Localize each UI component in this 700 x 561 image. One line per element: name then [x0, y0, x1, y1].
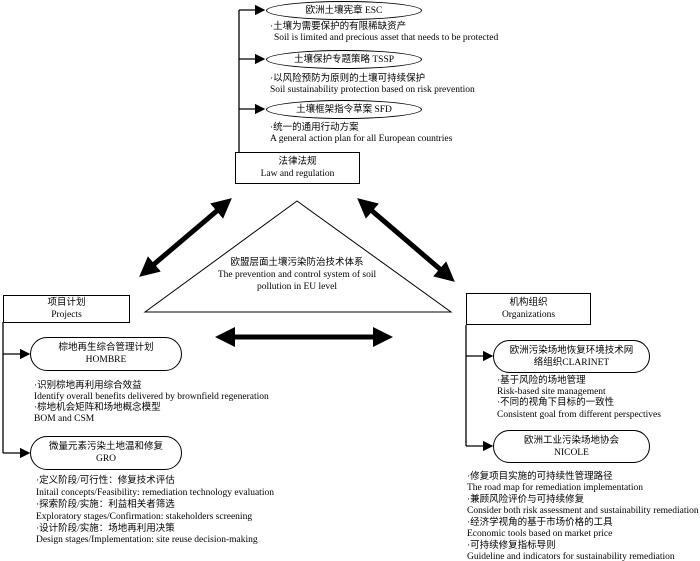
law-item-sfd: 土壤框架指令草案 SFD: [266, 100, 422, 119]
project-label-zh: 棕地再生综合管理计划: [58, 343, 154, 353]
law-item-label: 欧洲土壤宪章 ESC: [305, 5, 383, 16]
org-desc: ·可持续修复指标导则: [467, 541, 556, 551]
law-item-label: 土壤框架指令草案 SFD: [296, 104, 392, 115]
project-desc: BOM and CSM: [34, 414, 95, 424]
org-desc: ·不同的视角下目标的一致性: [497, 398, 615, 408]
org-label-en: 络组织CLARINET: [533, 357, 610, 368]
project-label-zh: 微量元素污染土地温和修复: [48, 442, 163, 452]
law-item-label: 土壤保护专题策略 TSSP: [293, 54, 395, 65]
org-desc: Risk-based site management: [497, 387, 606, 397]
law-title-en: Law and regulation: [260, 169, 335, 179]
org-desc: ·兼顾风险评价与可持续修复: [467, 495, 585, 505]
project-desc: ·识别棕地再利用综合效益: [34, 381, 142, 391]
org-label-zh: 欧洲工业污染场地协会: [523, 435, 619, 446]
center-triangle: [143, 200, 453, 313]
org-desc: ·修复项目实施的可持续性管理路径: [467, 472, 613, 482]
law-item-desc: ·统一的通用行动方案: [270, 123, 359, 133]
double-arrow-law-organizations: [357, 198, 455, 282]
project-desc: ·探索阶段/实施：利益相关者筛选: [36, 500, 175, 510]
law-title-zh: 法律法规: [278, 157, 317, 167]
center-title-en-1: The prevention and control system of soi…: [217, 270, 377, 280]
org-item-nicole: 欧洲工业污染场地协会 NICOLE: [493, 430, 650, 463]
law-item-tssp: 土壤保护专题策略 TSSP: [266, 50, 422, 69]
project-desc: ·设计阶段/实施：场地再利用决策: [36, 524, 175, 534]
center-title-en-2: pollution in EU level: [257, 282, 337, 292]
org-desc: Consider both risk assessment and sustai…: [467, 506, 699, 516]
law-item-desc: ·土壤为需要保护的有限稀缺资产: [270, 22, 407, 32]
org-label-zh: 欧洲污染场地恢复环境技术网: [509, 345, 634, 356]
org-desc: Economic tools based on market price: [467, 529, 613, 539]
project-desc: Exploratory stages/Confirmation: stakeho…: [36, 512, 253, 522]
projects-title-zh: 项目计划: [47, 298, 86, 308]
projects-title-en: Projects: [51, 310, 82, 320]
law-item-desc: Soil is limited and precious asset that …: [274, 33, 499, 43]
law-item-esc: 欧洲土壤宪章 ESC: [266, 1, 422, 20]
law-item-desc: ·以风险预防为原则的土壤可持续保护: [270, 74, 426, 84]
center-title-zh: 欧盟层面土壤污染防治技术体系: [230, 258, 364, 268]
law-box: 法律法规 Law and regulation: [235, 152, 360, 184]
org-desc: ·经济学视角的基于市场价格的工具: [467, 518, 613, 528]
org-desc: Consistent goal from different perspecti…: [497, 410, 661, 420]
projects-box: 项目计划 Projects: [3, 295, 130, 323]
double-arrow-law-projects: [139, 198, 232, 277]
project-label-en: HOMBRE: [85, 355, 127, 365]
project-desc: Initail concepts/Feasibility: remediatio…: [36, 488, 274, 498]
org-desc: ·基于风险的场地管理: [497, 376, 586, 386]
org-item-clarinet: 欧洲污染场地恢复环境技术网 络组织CLARINET: [493, 340, 650, 373]
project-desc: Identify overall benefits delivered by b…: [34, 392, 269, 402]
org-desc: Guideline and indicators for sustainabil…: [467, 552, 675, 561]
org-desc: The road map for remediation implementat…: [467, 483, 643, 493]
project-item-hombre: 棕地再生综合管理计划 HOMBRE: [30, 337, 182, 371]
law-item-desc: A general action plan for all European c…: [270, 134, 453, 144]
law-item-desc: Soil sustainability protection based on …: [270, 85, 475, 95]
project-label-en: GRO: [95, 454, 117, 464]
organizations-box: 机构组织 Organizations: [466, 293, 591, 325]
project-desc: Design stages/Implementation: site reuse…: [36, 535, 258, 545]
project-item-gro: 微量元素污染土地温和修复 GRO: [30, 436, 182, 470]
project-desc: ·棕地机会矩阵和场地概念模型: [34, 403, 161, 413]
organizations-title-zh: 机构组织: [509, 298, 548, 308]
organizations-title-en: Organizations: [501, 310, 556, 320]
project-desc: ·定义阶段/可行性：修复技术评估: [36, 476, 175, 486]
org-label-en: NICOLE: [554, 447, 589, 458]
